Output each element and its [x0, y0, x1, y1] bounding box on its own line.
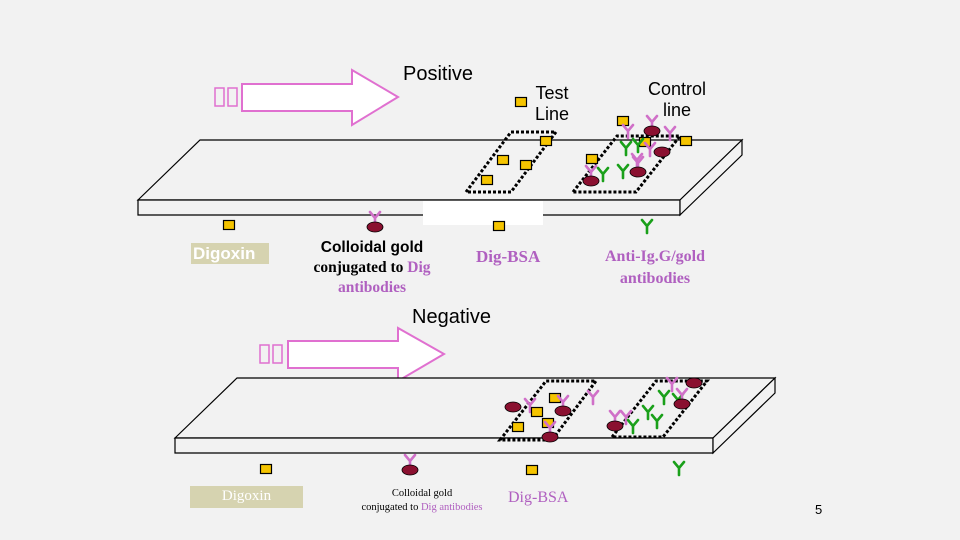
legend-colloidal-gold-label-bottom: Colloidal gold conjugated to Dig antibod… — [361, 488, 483, 513]
legend-anti-igg-icon — [640, 218, 654, 235]
negative-test-line-zone — [496, 379, 599, 442]
legend-dig-bsa-label: Dig-BSA — [476, 247, 541, 266]
positive-test-line-zone — [463, 130, 559, 194]
negative-control-line-zone — [608, 379, 711, 439]
positive-test-strip — [136, 138, 744, 225]
legend-digoxin-label-bottom: Digoxin — [221, 488, 272, 504]
legend-colloidal-gold-label: Colloidal gold conjugated to Dig antibod… — [313, 239, 431, 296]
positive-title: Positive — [403, 63, 474, 85]
page-number: 5 — [815, 502, 823, 517]
legend-digoxin-label: Digoxin — [193, 244, 256, 263]
legend-colloidal-gold-icon-bottom — [402, 455, 418, 475]
positive-control-line-zone — [569, 134, 684, 194]
legend-anti-igg-icon-bottom — [672, 460, 686, 477]
legend-dig-bsa-label-bottom: Dig-BSA — [508, 489, 569, 506]
positive-flow-arrow — [214, 68, 400, 127]
legend-digoxin-icon-bottom — [259, 463, 273, 475]
legend-digoxin-box — [191, 243, 269, 264]
negative-title: Negative — [412, 306, 491, 328]
legend-dig-bsa-icon — [492, 220, 506, 232]
negative-flow-arrow — [259, 326, 447, 383]
negative-test-strip — [173, 376, 777, 455]
legend-dig-bsa-icon-bottom — [525, 464, 539, 476]
legend-digoxin-box-bottom — [190, 486, 303, 508]
legend-digoxin-icon — [222, 219, 236, 231]
